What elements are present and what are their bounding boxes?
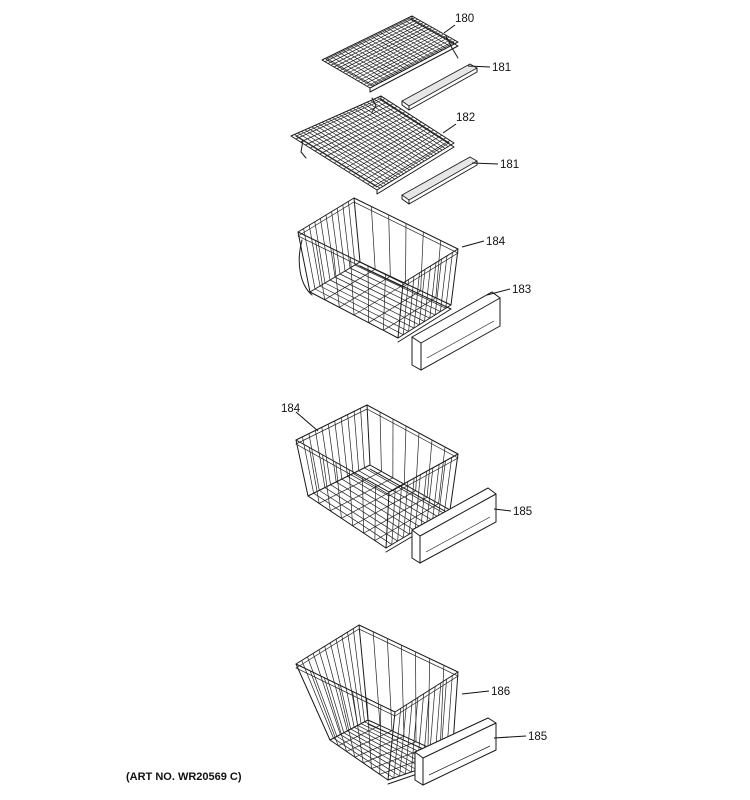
callout-186: 186 [491,686,510,698]
basket-front-185-middle [411,487,497,564]
callout-184-upper: 184 [486,236,506,248]
leader-lines [295,24,527,739]
wire-basket-184-upper [297,197,459,343]
callout-182: 182 [456,112,475,124]
callout-185-middle: 185 [513,506,532,518]
callout-184-middle: 184 [281,403,301,415]
shelf-trim-181-upper [401,63,478,111]
callout-180: 180 [455,13,474,25]
art-number-label: (ART NO. WR20569 C) [126,771,242,783]
wire-basket-186 [295,624,459,785]
callout-181-upper: 181 [492,62,511,74]
shelf-trim-181-lower [401,156,478,205]
wire-shelf-182 [290,95,455,195]
basket-front-183 [411,291,501,371]
callout-185-lower: 185 [528,731,547,743]
callout-183: 183 [512,284,531,296]
wire-shelf-180 [321,15,459,93]
callout-181-lower: 181 [500,159,519,171]
basket-front-185-lower [414,717,497,786]
